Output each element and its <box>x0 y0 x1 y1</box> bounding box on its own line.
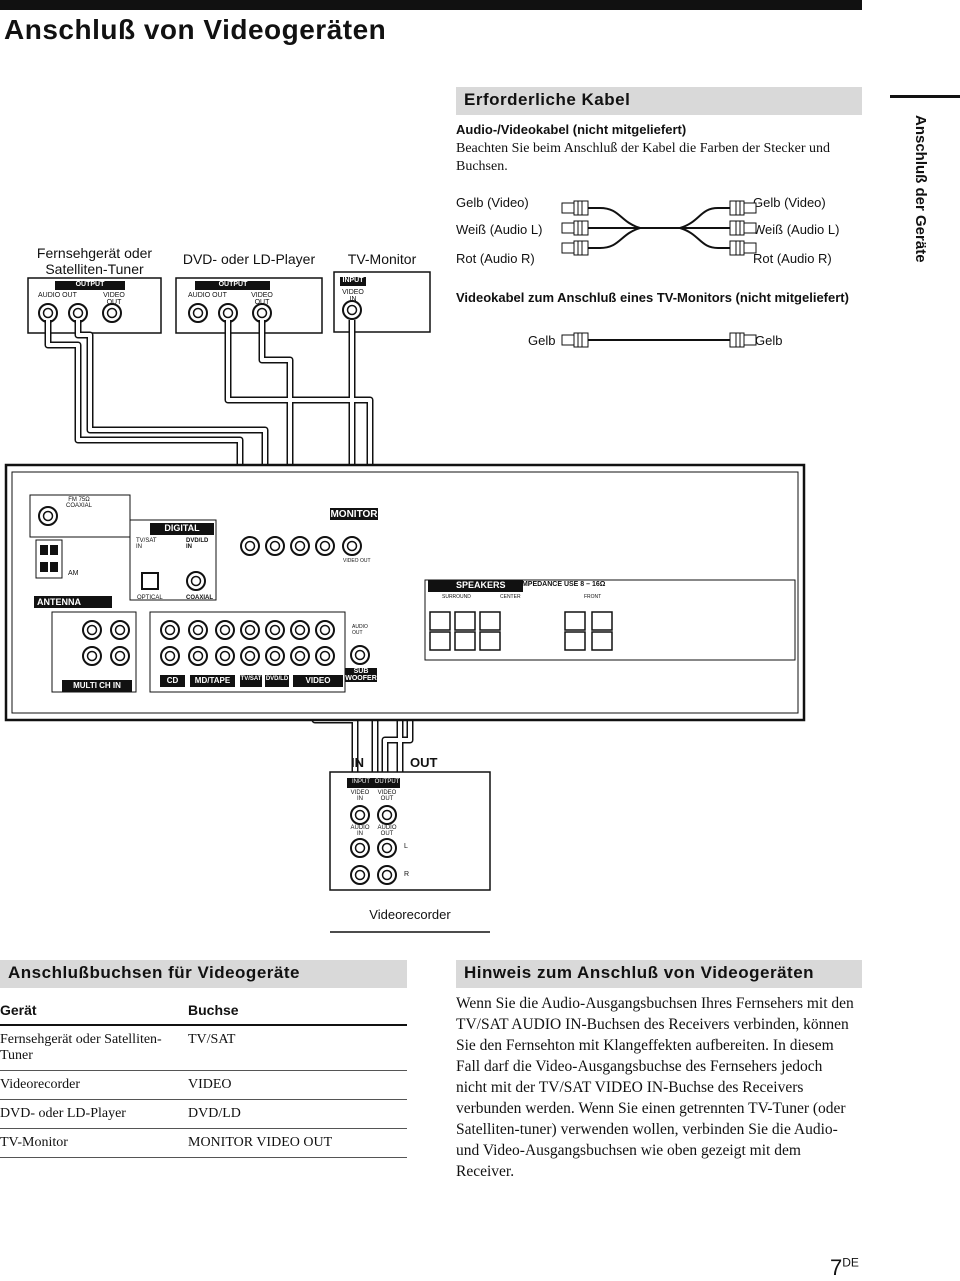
antenna-label: ANTENNA <box>37 597 81 607</box>
side-tab-label: Anschluß der Geräte <box>912 115 929 263</box>
side-tab-rule <box>890 95 960 98</box>
monitor-section-label: MONITOR <box>330 509 378 520</box>
optical-label: OPTICAL <box>137 595 163 601</box>
vcr-output-label: OUTPUT <box>374 779 400 785</box>
vcr-r-label: R <box>404 871 410 878</box>
row-device: DVD- oder LD-Player <box>0 1099 188 1129</box>
col-jack-header: Buchse <box>188 998 407 1026</box>
gelb-left: Gelb <box>528 333 556 348</box>
impedance-label: IMPEDANCE USE 8 – 16Ω <box>520 581 606 588</box>
video-label: VIDEO <box>305 676 331 685</box>
gelb-right: Gelb <box>755 333 783 348</box>
subwoofer-label: SUB WOOFER <box>345 668 377 682</box>
dvd-ld-label: DVD/LD <box>265 676 289 682</box>
page-title: Anschluß von Videogeräten <box>4 14 387 45</box>
vcr-audio-out-label: AUDIO OUT <box>377 825 397 837</box>
tv-sat-label: TV/SAT <box>240 676 262 682</box>
multi-ch-in-label: MULTI CH IN <box>73 681 121 690</box>
page-number: 7DE <box>830 1255 859 1281</box>
dvd-ld-in-label: DVD/LD IN <box>186 538 209 550</box>
dvd-output-label: OUTPUT <box>218 281 248 288</box>
vcr-video-out-label: VIDEO OUT <box>377 790 397 802</box>
table-row: DVD- oder LD-Player DVD/LD <box>0 1099 407 1129</box>
row-device: TV-Monitor <box>0 1128 188 1158</box>
dvd-video-out-label: VIDEO OUT <box>251 292 273 306</box>
vcr-in-label: IN <box>351 755 364 770</box>
md-tape-label: MD/TAPE <box>194 676 231 685</box>
av-cable-title: Audio-/Videokabel (nicht mitgeliefert) <box>456 122 687 137</box>
monitor-video-out-label: VIDEO OUT <box>343 558 371 564</box>
page-number-suffix: DE <box>842 1255 859 1270</box>
subwoofer-audio-out-label: AUDIO OUT <box>352 624 368 636</box>
table-row: Fernsehgerät oder Satelliten-Tuner TV/SA… <box>0 1025 407 1071</box>
front-label: FRONT <box>584 594 602 600</box>
weiss-audio-left: Weiß (Audio L) <box>456 222 543 237</box>
table-row: TV-Monitor MONITOR VIDEO OUT <box>0 1128 407 1158</box>
dvd-label: DVD- oder LD-Player <box>182 251 316 267</box>
monitor-video-in-label: VIDEO IN <box>342 289 364 303</box>
dvd-audio-out-label: AUDIO OUT <box>188 292 227 299</box>
col-device-header: Gerät <box>0 998 188 1026</box>
dvd-box <box>175 277 323 334</box>
connection-diagram <box>4 200 806 933</box>
fm-label: FM 75Ω COAXIAL <box>65 497 92 509</box>
weiss-audio-right: Weiß (Audio L) <box>753 222 840 237</box>
jack-table: Gerät Buchse Fernsehgerät oder Satellite… <box>0 998 407 1158</box>
row-device: Videorecorder <box>0 1070 188 1100</box>
table-row: Videorecorder VIDEO <box>0 1070 407 1100</box>
surround-label: SURROUND <box>442 594 471 600</box>
vcr-label: Videorecorder <box>369 907 451 922</box>
tv-tuner-box <box>27 277 162 334</box>
tv-output-label: OUTPUT <box>75 281 105 288</box>
tv-tuner-label: Fernsehgerät oder Satelliten-Tuner <box>36 245 153 277</box>
tv-sat-in-label: TV/SAT IN <box>136 538 157 550</box>
rot-audio-right: Rot (Audio R) <box>753 251 832 266</box>
center-label: CENTER <box>500 594 521 600</box>
table-header-row: Gerät Buchse <box>0 998 407 1026</box>
vcr-out-label: OUT <box>410 755 438 770</box>
speakers-label: SPEAKERS <box>456 580 506 590</box>
monitor-label: TV-Monitor <box>347 251 417 267</box>
av-cable-note: Beachten Sie beim Anschluß der Kabel die… <box>456 141 830 174</box>
hint-heading: Hinweis zum Anschluß von Videogeräten <box>456 960 862 988</box>
digital-label: DIGITAL <box>164 523 200 533</box>
top-rule <box>0 0 862 10</box>
receiver-panel <box>4 463 806 722</box>
row-device: Fernsehgerät oder Satelliten-Tuner <box>0 1025 188 1071</box>
row-jack: VIDEO <box>188 1070 407 1100</box>
gelb-video-left: Gelb (Video) <box>456 195 529 210</box>
hint-text: Wenn Sie die Audio-Ausgangsbuchsen Ihres… <box>456 995 854 1180</box>
tv-video-out-label: VIDEO OUT <box>103 292 125 306</box>
video-cable-pictogram <box>561 332 757 348</box>
row-jack: DVD/LD <box>188 1099 407 1129</box>
side-tab: Anschluß der Geräte <box>890 95 960 295</box>
am-label: AM <box>68 570 79 577</box>
vcr-audio-in-label: AUDIO IN <box>350 825 370 837</box>
cd-label: CD <box>166 676 179 685</box>
table-heading: Anschlußbuchsen für Videogeräte <box>0 960 407 988</box>
vcr-input-label: INPUT <box>352 779 370 785</box>
video-cable-title: Videokabel zum Anschluß eines TV-Monitor… <box>456 290 849 305</box>
coaxial-label: COAXIAL <box>186 595 213 601</box>
row-jack: TV/SAT <box>188 1025 407 1071</box>
av-cable-pictogram <box>561 200 757 256</box>
page-number-value: 7 <box>830 1255 843 1280</box>
monitor-input-label: INPUT <box>342 277 364 284</box>
vcr-video-in-label: VIDEO IN <box>350 790 370 802</box>
vcr-l-label: L <box>404 843 408 850</box>
vcr-box <box>329 771 491 891</box>
gelb-video-right: Gelb (Video) <box>753 195 826 210</box>
row-jack: MONITOR VIDEO OUT <box>188 1128 407 1158</box>
cables-heading: Erforderliche Kabel <box>456 87 862 115</box>
rot-audio-left: Rot (Audio R) <box>456 251 535 266</box>
tv-audio-out-label: AUDIO OUT <box>38 292 77 299</box>
